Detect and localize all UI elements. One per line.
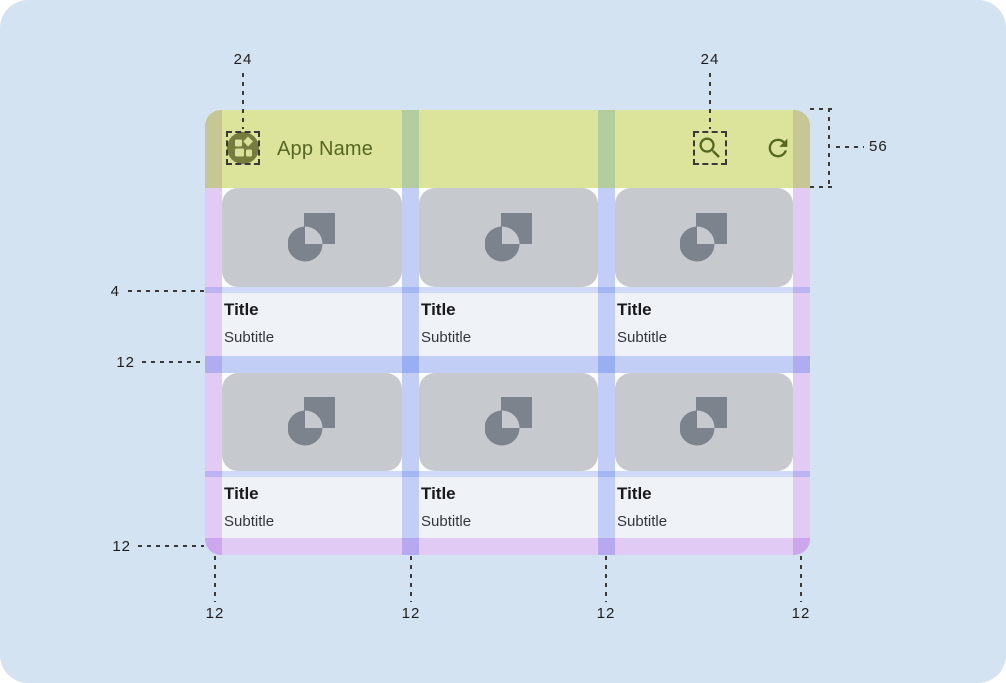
icon-bounds-box-right <box>693 131 727 165</box>
card-image[interactable] <box>615 373 793 471</box>
card-title: Title <box>224 484 259 503</box>
card-image[interactable] <box>419 373 598 471</box>
app-screen-mock: App Name <box>205 110 810 555</box>
card-text-block[interactable]: Title Subtitle <box>222 293 402 356</box>
bracket-line <box>828 108 830 188</box>
leader-line <box>800 556 802 602</box>
card-image[interactable] <box>222 188 402 287</box>
measure-label-gutter-2: 12 <box>596 605 616 622</box>
left-margin-keyline <box>205 188 222 555</box>
card-subtitle: Subtitle <box>617 329 668 346</box>
gutter1-over-bar <box>402 110 419 188</box>
measure-label-toolbar-height: 56 <box>869 138 888 155</box>
measure-label-bottom-margin: 12 <box>112 538 131 555</box>
search-icon[interactable] <box>696 134 724 162</box>
card-title: Title <box>421 300 456 319</box>
bottom-margin-band <box>205 538 810 555</box>
left-margin-over-bar <box>205 110 222 188</box>
gutter-keyline <box>402 188 419 555</box>
measure-label-icon-left: 24 <box>233 51 253 68</box>
measure-label-row-gap: 12 <box>116 354 135 371</box>
gutter2-over-bar <box>598 110 615 188</box>
card-image[interactable] <box>419 188 598 287</box>
refresh-icon[interactable] <box>764 134 792 162</box>
leader-line <box>128 290 204 292</box>
row-gap-band <box>205 356 810 373</box>
image-placeholder-icon <box>288 397 335 446</box>
icon-bounds-box-left <box>226 131 260 165</box>
card-text-block[interactable]: Title Subtitle <box>615 293 793 356</box>
measure-label-left-margin: 12 <box>205 605 225 622</box>
leader-line <box>709 73 711 129</box>
right-margin-keyline <box>793 188 810 555</box>
gutter-keyline <box>598 188 615 555</box>
card-subtitle: Subtitle <box>421 513 472 530</box>
card-subtitle: Subtitle <box>224 513 275 530</box>
card-text-block[interactable]: Title Subtitle <box>222 477 402 538</box>
card-text-block[interactable]: Title Subtitle <box>615 477 793 538</box>
card-image[interactable] <box>615 188 793 287</box>
app-title: App Name <box>277 138 374 160</box>
card-subtitle: Subtitle <box>421 329 472 346</box>
image-placeholder-icon <box>680 397 727 446</box>
card-text-block[interactable]: Title Subtitle <box>419 293 598 356</box>
leader-line <box>214 556 216 602</box>
leader-line <box>605 556 607 602</box>
image-placeholder-icon <box>484 397 532 446</box>
leader-line <box>242 73 244 129</box>
leader-line <box>836 146 864 148</box>
image-placeholder-icon <box>288 212 335 261</box>
card-title: Title <box>617 300 652 319</box>
measure-label-icon-right: 24 <box>700 51 720 68</box>
card-title: Title <box>421 484 456 503</box>
card-image[interactable] <box>222 373 402 471</box>
leader-line <box>410 556 412 602</box>
card-subtitle: Subtitle <box>224 329 275 346</box>
image-placeholder-icon <box>680 212 727 261</box>
image-placeholder-icon <box>484 212 532 261</box>
bracket-tick-top <box>810 108 832 110</box>
measure-label-image-text-gap: 4 <box>110 283 120 300</box>
measure-label-gutter-1: 12 <box>401 605 421 622</box>
card-title: Title <box>617 484 652 503</box>
right-margin-over-bar <box>793 110 810 188</box>
card-text-block[interactable]: Title Subtitle <box>419 477 598 538</box>
card-title: Title <box>224 300 259 319</box>
app-logo-icon[interactable] <box>226 131 260 165</box>
bracket-tick-bottom <box>810 186 832 188</box>
card-subtitle: Subtitle <box>617 513 668 530</box>
leader-line <box>138 545 204 547</box>
measure-label-right-margin: 12 <box>791 605 811 622</box>
leader-line <box>142 361 204 363</box>
